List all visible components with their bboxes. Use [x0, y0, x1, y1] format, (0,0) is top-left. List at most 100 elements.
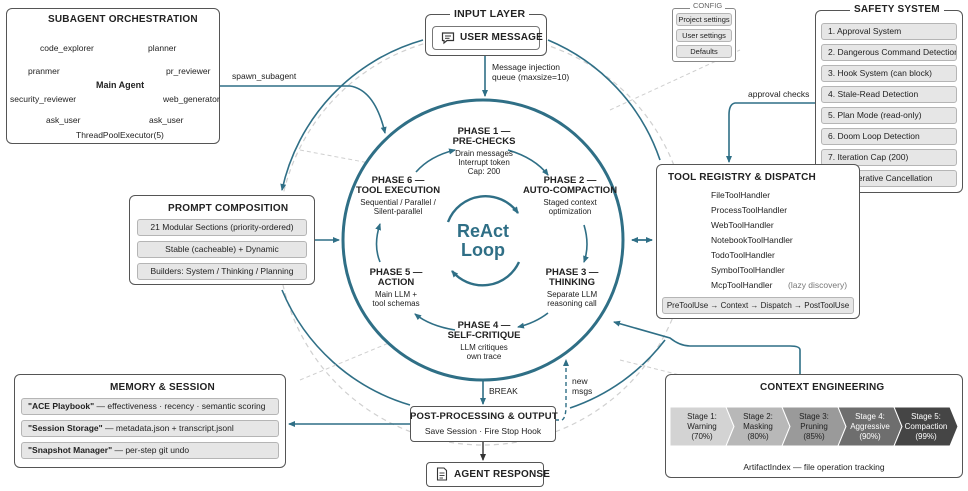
chat-icon	[441, 32, 455, 45]
tool-registry-title: TOOL REGISTRY & DISPATCH	[668, 172, 816, 183]
prompt-item[interactable]: Stable (cacheable) + Dynamic	[137, 241, 307, 258]
arrow-phase1-to-2	[507, 149, 549, 176]
user-message-label: USER MESSAGE	[460, 32, 543, 43]
agent-item: pranmer	[28, 66, 60, 76]
threadpool-label: ThreadPoolExecutor(5)	[76, 130, 164, 140]
arc-post-to-tools	[569, 339, 666, 409]
document-icon	[436, 467, 448, 481]
config-item[interactable]: User settings	[676, 29, 732, 42]
safety-item[interactable]: 1. Approval System	[821, 23, 957, 40]
agent-item: ask_user	[46, 115, 81, 125]
react-arrow-top	[446, 195, 519, 223]
tool-handler: SymbolToolHandler	[711, 265, 785, 275]
post-processing-title: POST-PROCESSING & OUTPUT	[410, 411, 558, 422]
memory-item[interactable]: "ACE Playbook" — effectiveness · recency…	[21, 398, 279, 415]
config-title: CONFIG	[690, 1, 726, 10]
safety-item[interactable]: 2. Dangerous Command Detection	[821, 44, 957, 61]
stage-chevron-5	[893, 407, 959, 446]
phase-6-desc: Sequential / Parallel /Silent-parallel	[360, 198, 436, 216]
artifact-index-label: ArtifactIndex — file operation tracking	[743, 462, 885, 472]
edge-new-msgs	[555, 359, 569, 421]
approval-checks-label: approval checks	[748, 89, 810, 99]
safety-item[interactable]: 7. Iteration Cap (200)	[821, 149, 957, 166]
user-message-button[interactable]	[432, 26, 540, 50]
agent-item: pr_reviewer	[166, 66, 211, 76]
prompt-title: PROMPT COMPOSITION	[168, 203, 289, 214]
phase-3-title: PHASE 3 —THINKING	[545, 267, 599, 288]
agent-item: ask_user	[149, 115, 184, 125]
arrow-phase2-to-3	[583, 224, 589, 263]
agent-response-box[interactable]	[426, 462, 544, 487]
stage-chevron-2	[725, 407, 791, 446]
prompt-item[interactable]: Builders: System / Thinking / Planning	[137, 263, 307, 280]
safety-title: SAFETY SYSTEM	[850, 4, 944, 15]
context-stage-5: Stage 5:Compaction(99%)	[904, 411, 948, 441]
phase-5-desc: Main LLM +tool schemas	[372, 290, 420, 308]
config-item[interactable]: Project settings	[676, 13, 732, 26]
arrow-phase3-to-4	[517, 312, 549, 329]
stage-chevron-3	[781, 407, 847, 446]
arrow-phase6-to-1	[415, 148, 456, 173]
tool-handler: TodoToolHandler	[711, 250, 775, 260]
safety-item[interactable]: 4. Stale-Read Detection	[821, 86, 957, 103]
tool-handler: NotebookToolHandler	[711, 235, 793, 245]
memory-item[interactable]: "Session Storage" — metadata.json + tran…	[21, 420, 279, 437]
input-layer-title: INPUT LAYER	[450, 8, 530, 20]
stage-chevron-4	[837, 407, 903, 446]
edge-context-to-tools	[613, 320, 801, 374]
context-stage-1: Stage 1:Warning(70%)	[687, 411, 717, 441]
tool-handler: ProcessToolHandler	[711, 205, 788, 215]
edge-spawn-subagent	[218, 85, 387, 134]
phase-2-title: PHASE 2 —AUTO-COMPACTION	[522, 175, 618, 196]
phase-5-title: PHASE 5 —ACTION	[369, 267, 423, 288]
phase-1-title: PHASE 1 —PRE-CHECKS	[452, 126, 516, 147]
arc-input-to-prompt	[280, 39, 424, 191]
lazy-discovery-note: (lazy discovery)	[788, 280, 848, 290]
phase-6-title: PHASE 6 —TOOL EXECUTION	[355, 175, 441, 196]
tool-registry-box	[656, 164, 860, 319]
safety-item[interactable]: 3. Hook System (can block)	[821, 65, 957, 82]
arrow-phase4-to-5	[414, 313, 456, 331]
context-stage-3: Stage 3:Pruning(85%)	[799, 411, 829, 441]
context-stage-chevrons	[670, 407, 959, 446]
tool-handler: WebToolHandler	[711, 220, 774, 230]
safety-item[interactable]: 5. Plan Mode (read-only)	[821, 107, 957, 124]
context-title: CONTEXT ENGINEERING	[760, 382, 885, 393]
arrow-phase5-to-6	[375, 223, 381, 263]
agent-item: security_reviewer	[10, 94, 77, 104]
subagent-box	[6, 8, 220, 144]
break-label: BREAK	[489, 386, 518, 396]
main-agent-label: Main Agent	[96, 80, 145, 90]
agent-response-label: AGENT RESPONSE	[454, 469, 551, 480]
prompt-item[interactable]: 21 Modular Sections (priority-ordered)	[137, 219, 307, 236]
config-item[interactable]: Defaults	[676, 45, 732, 58]
phase-4-title: PHASE 4 —SELF-CRITIQUE	[447, 320, 521, 341]
tool-handler: FileToolHandler	[711, 190, 771, 200]
safety-item[interactable]: 6. Doom Loop Detection	[821, 128, 957, 145]
tool-pipeline: PreToolUse → Context → Dispatch → PostTo…	[662, 297, 854, 314]
spawn-subagent-label: spawn_subagent	[232, 71, 297, 81]
edge-approval-checks	[726, 102, 815, 163]
agent-item: planner	[148, 43, 177, 53]
react-arrow-bottom	[451, 261, 521, 287]
subagent-title: SUBAGENT ORCHESTRATION	[48, 14, 198, 25]
post-processing-sub: Save Session · Fire Stop Hook	[424, 426, 542, 436]
arc-prompt-to-post	[281, 289, 411, 406]
context-stage-2: Stage 2:Masking(80%)	[743, 411, 773, 441]
arc-tools-to-input	[547, 39, 661, 161]
memory-item[interactable]: "Snapshot Manager" — per-step git undo	[21, 442, 279, 459]
agent-item: code_explorer	[40, 43, 94, 53]
agent-item: web_generator	[163, 94, 220, 104]
context-stage-4: Stage 4:Aggressive(90%)	[850, 411, 890, 441]
memory-title: MEMORY & SESSION	[110, 382, 215, 393]
loop-circle	[341, 98, 625, 382]
tool-handler: McpToolHandler	[711, 280, 773, 290]
post-processing-box[interactable]	[410, 406, 556, 442]
